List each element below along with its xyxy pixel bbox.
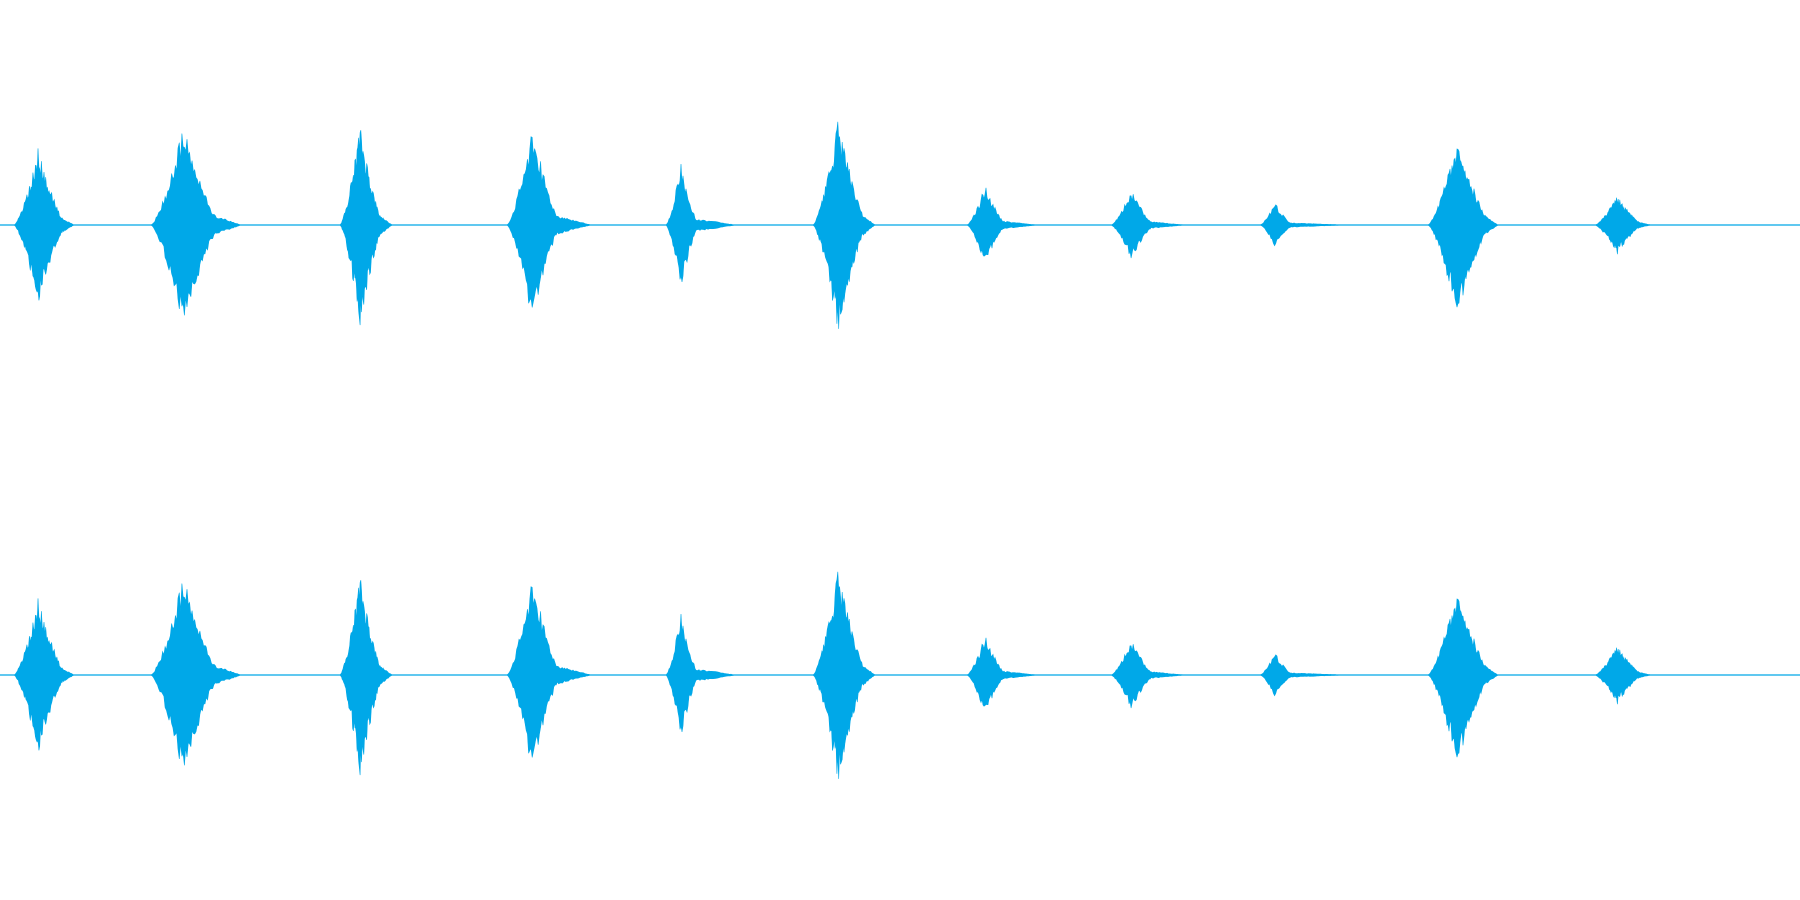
channel-2-waveform[interactable] bbox=[0, 571, 1800, 779]
channel-1-burst-2 bbox=[150, 133, 243, 316]
channel-1-burst-4 bbox=[506, 136, 592, 308]
channel-1-burst-3 bbox=[339, 130, 393, 326]
channel-1-burst-5-echo bbox=[699, 221, 723, 229]
channel-2-burst-11 bbox=[1594, 647, 1652, 705]
channel-2-burst-1 bbox=[13, 598, 75, 751]
channel-2-burst-4 bbox=[506, 586, 592, 758]
channel-1-burst-1 bbox=[13, 148, 75, 301]
channel-2-burst-10 bbox=[1427, 598, 1499, 758]
channel-1-burst-7 bbox=[966, 187, 1038, 257]
channel-1-burst-6 bbox=[812, 121, 876, 329]
channel-2-burst-3 bbox=[339, 580, 393, 776]
channel-2-burst-7 bbox=[966, 637, 1038, 707]
channel-2-burst-2 bbox=[150, 583, 243, 766]
channel-2-burst-5-echo bbox=[699, 671, 723, 679]
channel-2-burst-6 bbox=[812, 571, 876, 779]
channel-1-burst-10 bbox=[1427, 148, 1499, 308]
channel-1-waveform[interactable] bbox=[0, 121, 1800, 329]
channel-1-burst-9 bbox=[1259, 204, 1345, 247]
channel-1-burst-11 bbox=[1594, 197, 1652, 255]
channel-2-burst-8 bbox=[1110, 644, 1186, 709]
channel-2-burst-9 bbox=[1259, 654, 1345, 697]
channel-1-burst-8 bbox=[1110, 194, 1186, 259]
